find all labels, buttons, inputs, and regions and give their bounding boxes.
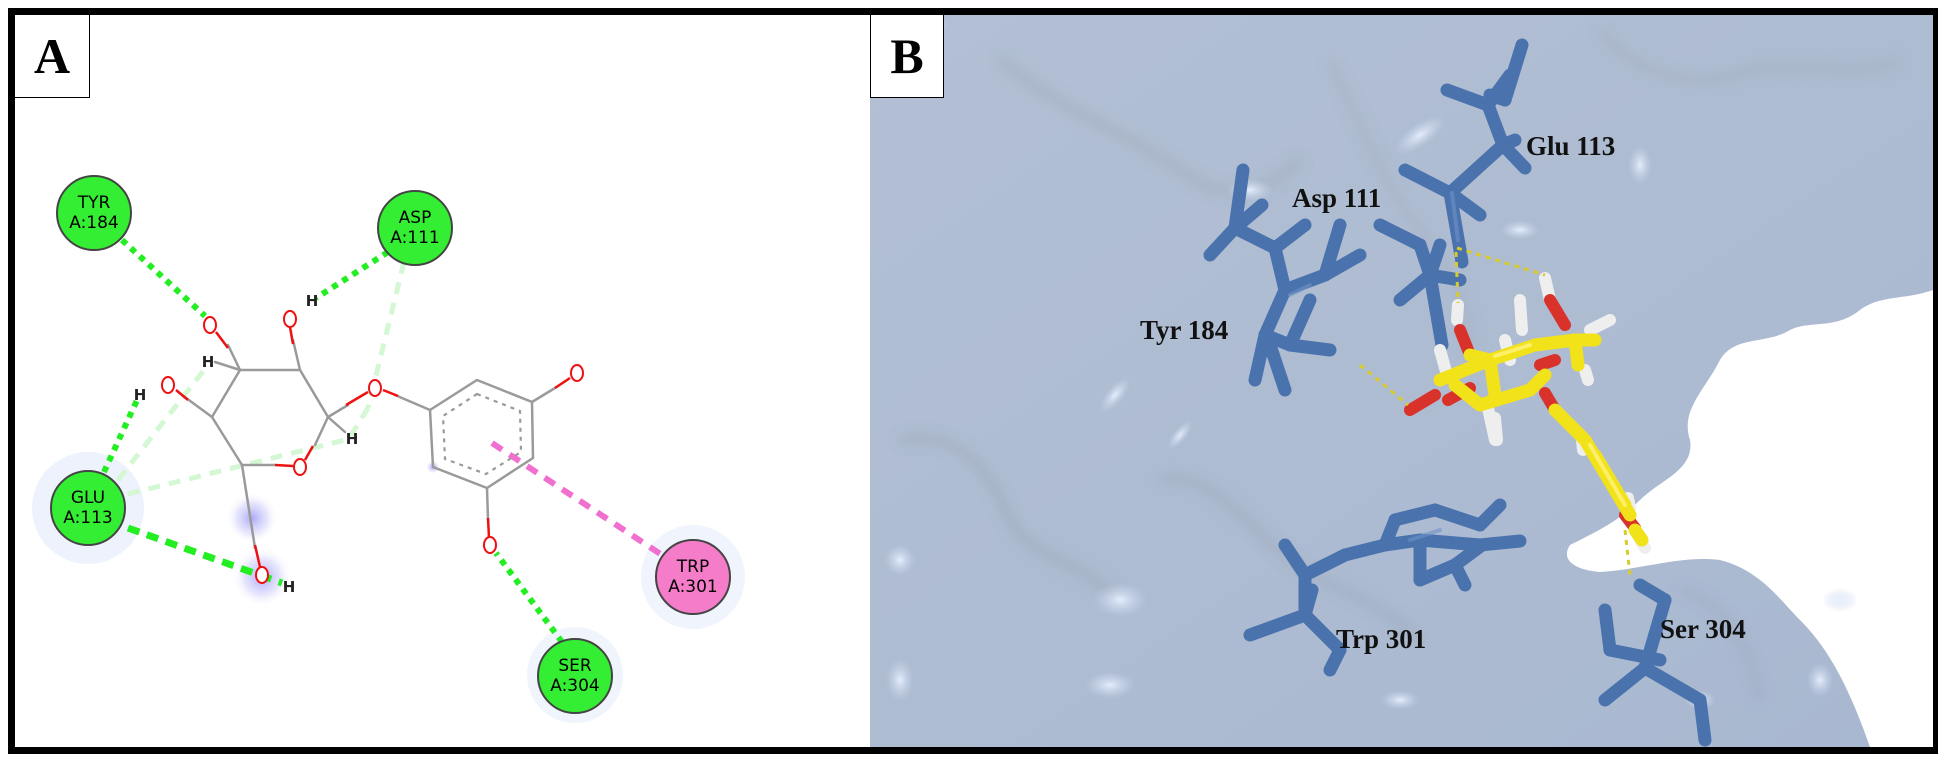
tyr-184-sticks xyxy=(1203,163,1367,397)
label-asp-111: Asp 111 xyxy=(1292,183,1381,213)
svg-text:TYR: TYR xyxy=(77,193,111,213)
carbon-hydrogen-bonds xyxy=(116,261,407,497)
panel-b-3d-binding-pose: Glu 113 Asp 111 Tyr 184 Trp 301 Ser 304 … xyxy=(870,15,1933,747)
svg-text:A:301: A:301 xyxy=(668,577,718,597)
svg-text:GLU: GLU xyxy=(71,488,105,508)
svg-text:H: H xyxy=(283,578,296,596)
trp-301-sticks xyxy=(1243,498,1527,677)
ligand-sticks xyxy=(1404,272,1651,554)
panel-a-2d-interaction-diagram: A xyxy=(15,15,870,747)
svg-text:SER: SER xyxy=(558,656,592,676)
atom-halo xyxy=(226,492,278,544)
oxygen-bonds xyxy=(175,326,571,568)
oxygen-atoms xyxy=(161,310,584,584)
svg-text:H: H xyxy=(346,430,359,448)
svg-text:H: H xyxy=(134,386,147,404)
hydrogen-atom-labels: H H H H H xyxy=(134,292,359,596)
ligand-bonds xyxy=(180,338,557,550)
ser-304-sticks xyxy=(1598,578,1712,747)
panel-b-label: B xyxy=(870,15,944,98)
asp-111-sticks xyxy=(1373,218,1467,352)
svg-text:A:111: A:111 xyxy=(390,228,440,248)
svg-text:H: H xyxy=(306,292,319,310)
panel-a-label: A xyxy=(15,15,90,98)
svg-text:A:113: A:113 xyxy=(63,508,113,528)
svg-text:TRP: TRP xyxy=(676,557,709,577)
residue-trp-301[interactable]: TRP A:301 xyxy=(655,539,731,615)
binding-pose-svg: Glu 113 Asp 111 Tyr 184 Trp 301 Ser 304 xyxy=(870,15,1933,747)
label-tyr-184: Tyr 184 xyxy=(1140,315,1228,345)
pi-interaction-trp xyxy=(490,440,664,558)
svg-text:A:184: A:184 xyxy=(69,213,119,233)
hydrogen-bond-glu-oh xyxy=(126,524,284,587)
residue-glu-113[interactable]: GLU A:113 xyxy=(50,470,126,546)
residue-sticks xyxy=(1203,38,1712,747)
label-glu-113: Glu 113 xyxy=(1526,131,1615,161)
svg-text:A:304: A:304 xyxy=(550,676,600,696)
residue-tyr-184[interactable]: TYR A:184 xyxy=(56,175,132,251)
protein-surface xyxy=(870,15,1933,747)
label-trp-301: Trp 301 xyxy=(1336,624,1426,654)
svg-text:ASP: ASP xyxy=(399,208,432,228)
svg-text:H: H xyxy=(202,353,215,371)
interaction-diagram-svg: H H H H H TYR A:184 ASP A:111 GLU A:113 … xyxy=(32,175,745,723)
residue-ser-304[interactable]: SER A:304 xyxy=(537,638,613,714)
residue-asp-111[interactable]: ASP A:111 xyxy=(377,190,453,266)
polar-contacts xyxy=(1359,246,1632,576)
label-ser-304: Ser 304 xyxy=(1660,614,1746,644)
residue-labels: Glu 113 Asp 111 Tyr 184 Trp 301 Ser 304 xyxy=(1140,131,1746,654)
aromatic-ring-dashes xyxy=(441,392,523,476)
hydrogen-bonds xyxy=(101,237,565,644)
stick-highlights xyxy=(1288,191,1460,542)
